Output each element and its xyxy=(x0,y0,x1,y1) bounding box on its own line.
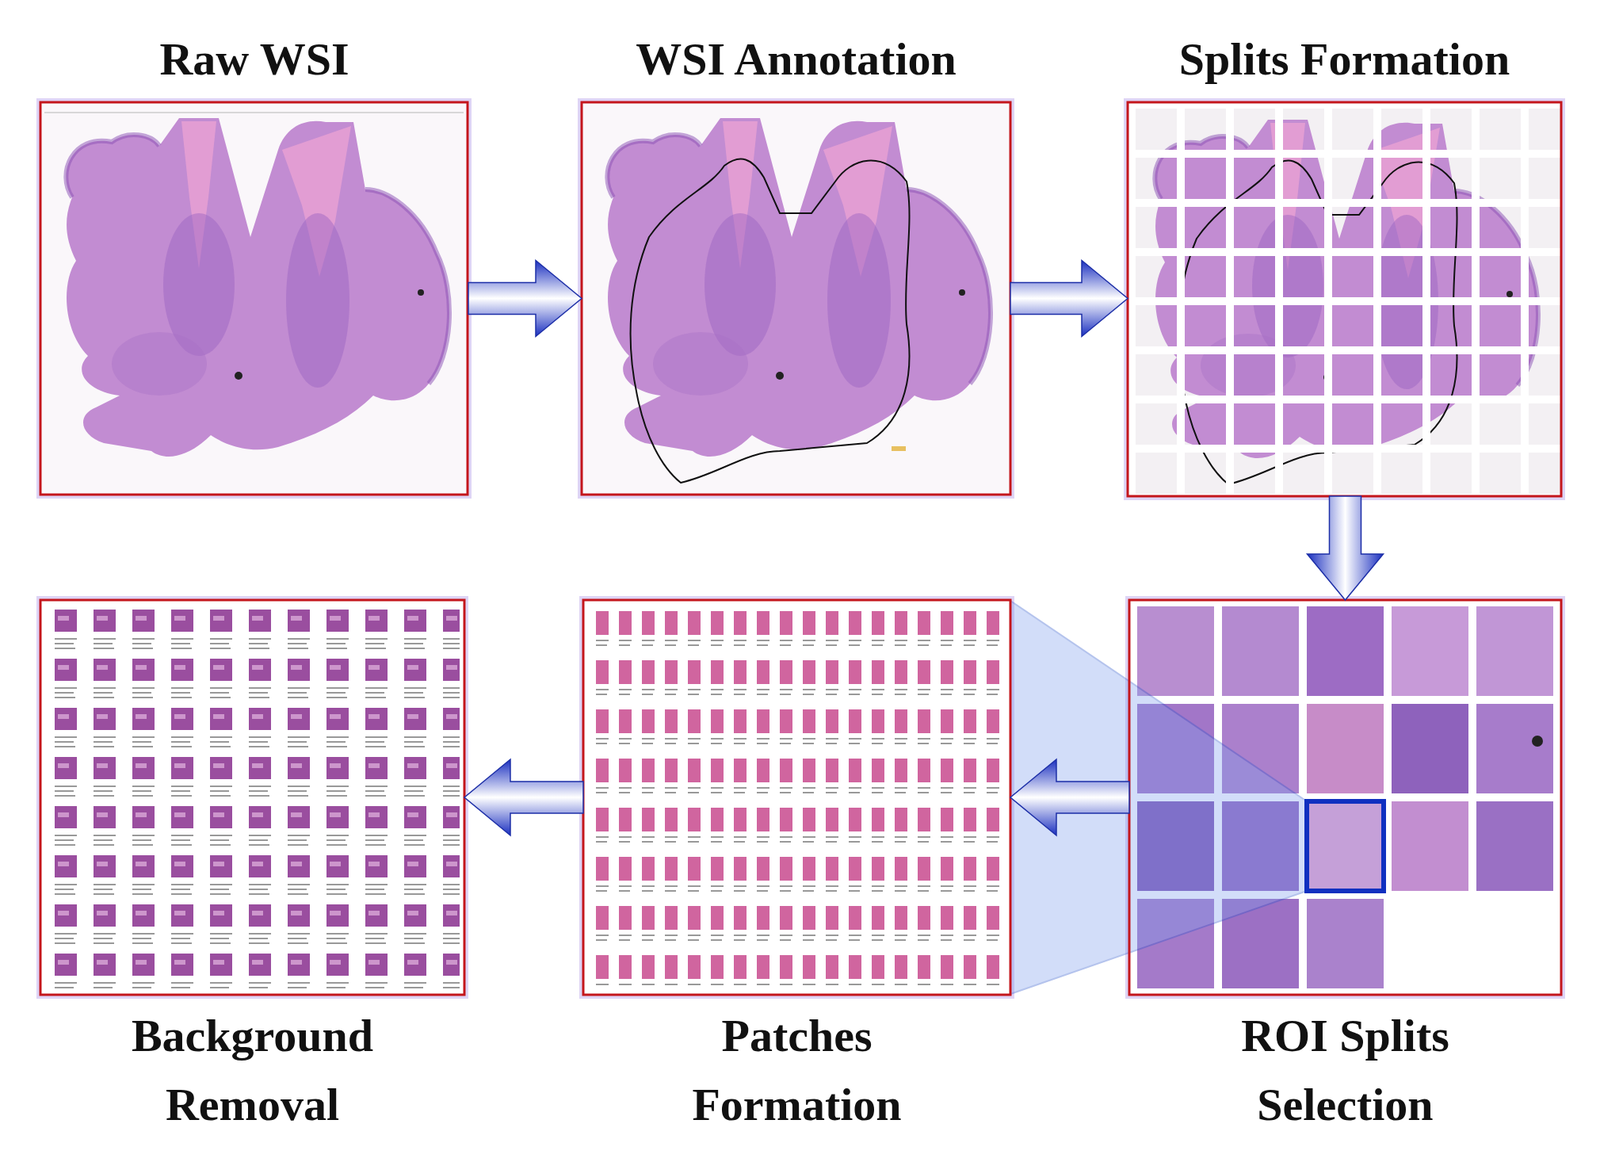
frame xyxy=(1129,599,1562,995)
pipeline-step: Raw WSI xyxy=(40,15,469,495)
slide-background xyxy=(40,102,468,495)
heading-area: Patches Formation xyxy=(583,1000,1011,1139)
tile xyxy=(1476,606,1554,696)
block-arrow xyxy=(1307,496,1384,600)
pipeline-step: Background Removal xyxy=(40,599,465,1151)
pipeline-step: ROI Splits Selection xyxy=(1129,599,1562,1151)
tile xyxy=(1476,703,1554,794)
selected-split xyxy=(1306,801,1384,891)
heading-area: Splits Formation xyxy=(1127,15,1562,103)
patch-grid xyxy=(591,606,1005,989)
step-heading: WSI Annotation xyxy=(635,34,957,85)
heading-area: Raw WSI xyxy=(40,15,469,103)
tile xyxy=(1391,703,1469,794)
pipeline-step: Patches Formation xyxy=(583,599,1011,1151)
heading-area: Background Removal xyxy=(40,1000,465,1139)
panel-background xyxy=(583,599,1011,995)
frame xyxy=(40,102,468,495)
tile xyxy=(1306,898,1384,989)
patch-grid xyxy=(47,606,460,989)
frame xyxy=(583,599,1011,995)
split-grid xyxy=(1127,102,1562,497)
glow xyxy=(40,599,465,995)
frame xyxy=(581,102,1011,495)
panel-frames xyxy=(40,102,1562,995)
panel-glow xyxy=(40,102,1562,995)
block-arrow xyxy=(464,759,584,836)
tissue-section xyxy=(607,118,991,457)
pipeline-step: Splits Formation xyxy=(1127,15,1562,497)
tile xyxy=(1391,801,1469,891)
tile xyxy=(1221,606,1299,696)
heading-area: WSI Annotation xyxy=(581,15,1011,103)
scale-mark xyxy=(891,446,906,451)
glow xyxy=(1127,102,1562,497)
pipeline-step: WSI Annotation xyxy=(581,15,1011,495)
tile xyxy=(1391,606,1469,696)
glow xyxy=(40,102,468,495)
slide-background xyxy=(1127,102,1562,497)
slide-background xyxy=(581,102,1011,495)
frame xyxy=(1127,102,1562,497)
step-heading: Splits Formation xyxy=(1179,34,1510,85)
panel-background xyxy=(40,599,465,995)
tile xyxy=(1476,801,1554,891)
tile xyxy=(1306,801,1384,891)
zoom-callout xyxy=(1010,600,1307,994)
tissue-section xyxy=(65,118,450,457)
step-heading: Raw WSI xyxy=(159,34,349,85)
annotation-outline xyxy=(630,159,910,483)
block-arrow xyxy=(1010,759,1130,836)
block-arrow xyxy=(468,260,582,337)
glow xyxy=(583,599,1011,995)
step-heading: Patches Formation xyxy=(626,1000,968,1139)
step-heading: Background Removal xyxy=(82,1000,424,1139)
ink-dot xyxy=(1531,735,1543,747)
tile xyxy=(1137,606,1215,696)
tile xyxy=(1306,703,1384,794)
tile xyxy=(1306,606,1384,696)
slide-edge xyxy=(44,111,464,114)
glow xyxy=(581,102,1011,495)
frame xyxy=(40,599,465,995)
block-arrow xyxy=(1010,260,1128,337)
step-heading: ROI Splits Selection xyxy=(1175,1000,1516,1139)
heading-area: ROI Splits Selection xyxy=(1129,1000,1562,1139)
